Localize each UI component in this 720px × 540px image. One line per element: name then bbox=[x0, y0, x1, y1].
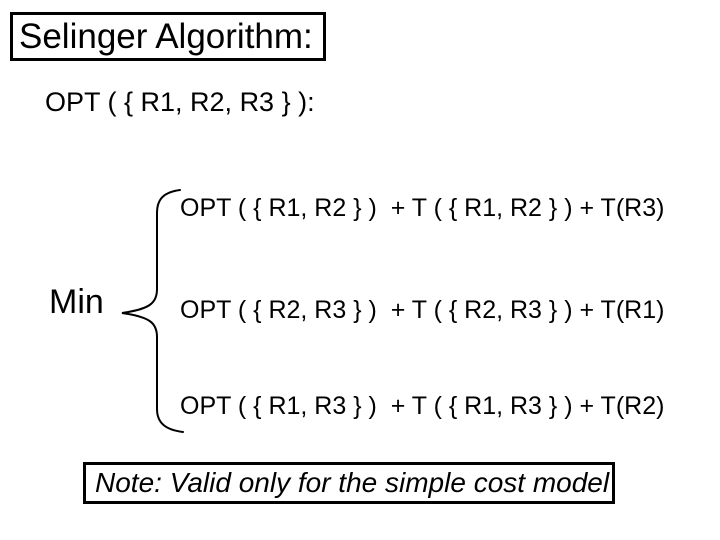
option-line: OPT ( { R1, R2 } ) + T ( { R1, R2 } ) + … bbox=[180, 194, 665, 222]
opt-function-heading: OPT ( { R1, R2, R3 } ): bbox=[45, 87, 315, 117]
title-box: Selinger Algorithm: bbox=[10, 12, 326, 61]
option-line: OPT ( { R1, R3 } ) + T ( { R1, R3 } ) + … bbox=[180, 392, 665, 420]
min-label: Min bbox=[49, 283, 104, 321]
curly-brace bbox=[121, 189, 184, 433]
option-line: OPT ( { R2, R3 } ) + T ( { R2, R3 } ) + … bbox=[180, 296, 665, 324]
slide-title: Selinger Algorithm: bbox=[19, 17, 313, 56]
note-text: Note: Valid only for the simple cost mod… bbox=[95, 467, 610, 498]
note-box: Note: Valid only for the simple cost mod… bbox=[83, 462, 615, 504]
